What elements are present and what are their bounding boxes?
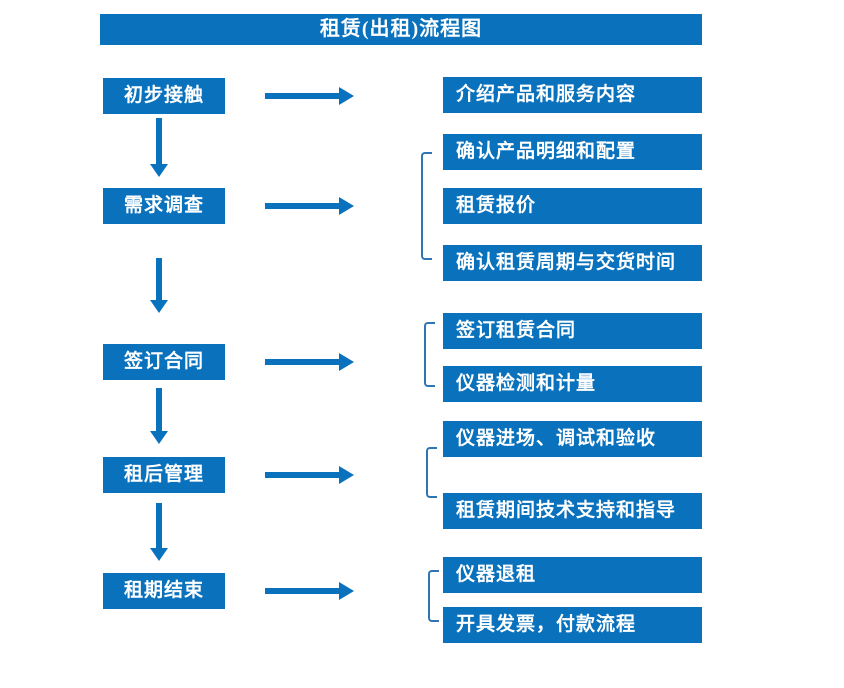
step-sign-contract: 签订合同 [103, 344, 225, 380]
detail-confirm-product-details: 确认产品明细和配置 [443, 134, 702, 170]
step-lease-end: 租期结束 [103, 573, 225, 609]
right-arrow-icon-2 [265, 197, 354, 215]
detail-instrument-inspection: 仪器检测和计量 [443, 366, 702, 402]
group-bracket-demand-survey [421, 152, 432, 260]
down-arrow-icon-2 [150, 258, 168, 313]
right-arrow-icon-3 [265, 353, 354, 371]
group-bracket-post-rental [426, 447, 437, 498]
right-arrow-icon-4 [265, 466, 354, 484]
detail-invoice-payment: 开具发票，付款流程 [443, 607, 702, 643]
right-arrow-icon-5 [265, 582, 354, 600]
step-post-rental-management: 租后管理 [103, 457, 225, 493]
detail-instrument-setup-acceptance: 仪器进场、调试和验收 [443, 421, 702, 457]
detail-rental-quote: 租赁报价 [443, 188, 702, 224]
detail-introduce-products: 介绍产品和服务内容 [443, 77, 702, 113]
detail-technical-support: 租赁期间技术支持和指导 [443, 493, 702, 529]
detail-confirm-rental-period: 确认租赁周期与交货时间 [443, 245, 702, 281]
right-arrow-icon-1 [265, 87, 354, 105]
detail-instrument-return: 仪器退租 [443, 557, 702, 593]
group-bracket-lease-end [428, 570, 439, 622]
down-arrow-icon-3 [150, 388, 168, 444]
step-initial-contact: 初步接触 [103, 78, 225, 114]
down-arrow-icon-1 [150, 118, 168, 177]
detail-sign-rental-contract: 签订租赁合同 [443, 313, 702, 349]
step-demand-survey: 需求调查 [103, 188, 225, 224]
group-bracket-sign-contract [424, 322, 435, 387]
flowchart-title: 租赁(出租)流程图 [100, 14, 702, 45]
down-arrow-icon-4 [150, 503, 168, 561]
